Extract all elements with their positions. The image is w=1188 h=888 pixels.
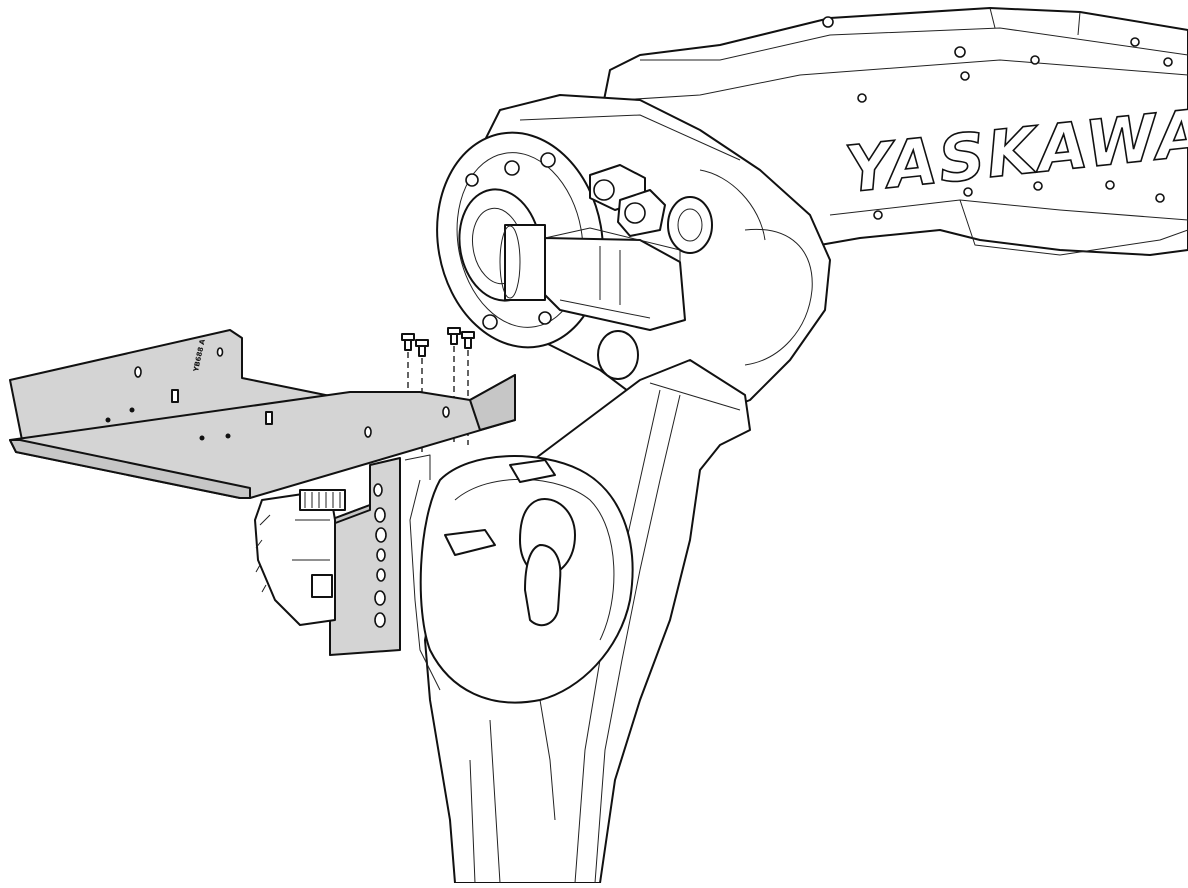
elbow-joint [404, 454, 634, 704]
vertical-mount-plate [329, 457, 401, 656]
wrist-bolts [589, 164, 713, 380]
motor-connector-box [499, 224, 686, 331]
screw-2 [415, 339, 429, 452]
gripper-actuator [254, 489, 346, 626]
mounting-bracket: YB688 A [9, 329, 516, 499]
screw-4 [461, 331, 475, 445]
